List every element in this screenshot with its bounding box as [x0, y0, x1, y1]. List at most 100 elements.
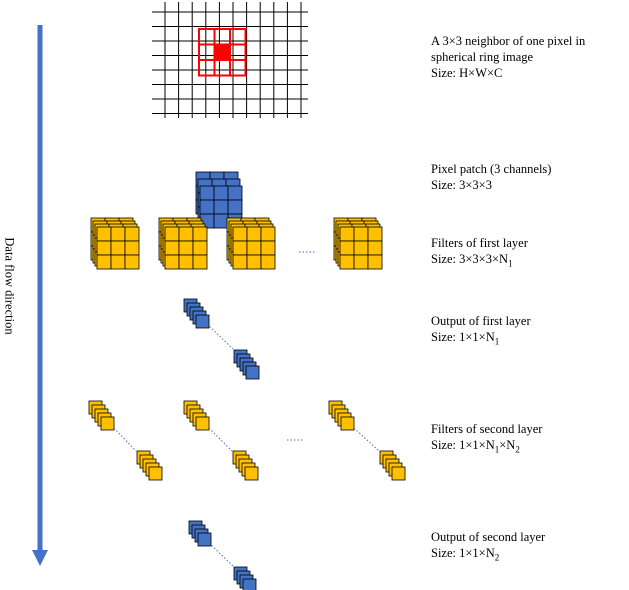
first-layer-output — [183, 298, 260, 380]
second-layer-filters — [88, 400, 406, 481]
cube-cell — [353, 240, 369, 256]
second-layer-output — [188, 520, 257, 590]
neighbor-cell — [198, 28, 216, 46]
neighbor-cell — [213, 28, 231, 46]
flow-arrow-head — [32, 550, 48, 566]
label-first-filters-title: Filters of first layer — [431, 236, 528, 250]
stack-cell — [242, 578, 257, 590]
label-input-neighbor-title: A 3×3 neighbor of one pixel in — [431, 34, 586, 48]
pixel-patch-cube — [195, 171, 243, 229]
pixel-grid — [152, 2, 308, 118]
cube-cell — [213, 213, 229, 229]
cube-cell — [96, 254, 112, 270]
label-second-output-size: Size: 1×1×N2 — [431, 546, 500, 563]
label-pixel-patch-size: Size: 3×3×3 — [431, 178, 492, 192]
cube-cell — [213, 185, 229, 201]
neighbor-cell — [213, 59, 231, 77]
cube-cell — [232, 226, 248, 242]
label-second-filters-size: Size: 1×1×N1×N2 — [431, 438, 520, 455]
first-filter-2 — [158, 217, 208, 270]
cube-cell — [227, 185, 243, 201]
label-second-output-title: Output of second layer — [431, 530, 546, 544]
cube-cell — [96, 240, 112, 256]
stack-cell — [391, 466, 406, 481]
cube-cell — [96, 226, 112, 242]
label-first-filters-size: Size: 3×3×3×N1 — [431, 252, 513, 269]
label-pixel-patch-title: Pixel patch (3 channels) — [431, 162, 552, 176]
neighbor-cell — [229, 43, 247, 61]
cube-cell — [124, 240, 140, 256]
first-filter-4 — [333, 217, 383, 270]
cube-cell — [192, 226, 208, 242]
label-input-neighbor: A 3×3 neighbor of one pixel in spherical… — [431, 33, 627, 81]
data-flow-arrow — [32, 25, 48, 566]
cube-cell — [246, 240, 262, 256]
cube-cell — [199, 185, 215, 201]
stack-cell — [195, 314, 210, 329]
first-output-stack-bottom — [233, 349, 260, 380]
cube-cell — [232, 254, 248, 270]
cube-cell — [213, 199, 229, 215]
second-filter-ellipsis-1 — [113, 427, 137, 452]
cube-cell — [367, 240, 383, 256]
cube-cell — [353, 254, 369, 270]
first-layer-filters — [90, 217, 383, 270]
neighbor-cell — [198, 43, 216, 61]
cube-cell — [124, 254, 140, 270]
label-first-filters: Filters of first layer Size: 3×3×3×N1 — [431, 235, 627, 272]
stack-cell — [244, 466, 259, 481]
label-input-neighbor-size: Size: H×W×C — [431, 66, 503, 80]
cube-cell — [232, 240, 248, 256]
cube-cell — [339, 226, 355, 242]
first-filter-3 — [226, 217, 276, 270]
cube-cell — [110, 226, 126, 242]
second-filter-top-1 — [88, 400, 115, 431]
cube-cell — [260, 240, 276, 256]
stack-cell — [195, 416, 210, 431]
cube-cell — [178, 254, 194, 270]
label-first-output: Output of first layer Size: 1×1×N1 — [431, 313, 627, 350]
cube-cell — [353, 226, 369, 242]
label-second-filters: Filters of second layer Size: 1×1×N1×N2 — [431, 421, 627, 458]
second-filter-bottom-1 — [136, 450, 163, 481]
cube-cell — [367, 226, 383, 242]
cube-cell — [110, 240, 126, 256]
stack-cell — [245, 365, 260, 380]
cube-cell — [339, 254, 355, 270]
stack-cell — [197, 532, 212, 547]
first-filter-1 — [90, 217, 140, 270]
cube-cell — [227, 199, 243, 215]
cube-cell — [178, 226, 194, 242]
neighbor-cell — [229, 59, 247, 77]
label-first-output-title: Output of first layer — [431, 314, 531, 328]
second-filter-top-3 — [328, 400, 355, 431]
cube-cell — [339, 240, 355, 256]
cube-cell — [192, 240, 208, 256]
label-input-neighbor-title2: spherical ring image — [431, 50, 534, 64]
neighbor-cell — [229, 28, 247, 46]
label-second-output: Output of second layer Size: 1×1×N2 — [431, 529, 627, 566]
stack-cell — [340, 416, 355, 431]
first-output-ellipsis — [206, 323, 234, 350]
pixel-patch — [195, 171, 243, 229]
cube-cell — [164, 240, 180, 256]
cube-cell — [164, 254, 180, 270]
cube-cell — [260, 226, 276, 242]
stack-cell — [148, 466, 163, 481]
cube-cell — [192, 254, 208, 270]
second-filter-bottom-2 — [232, 450, 259, 481]
second-filter-bottom-3 — [379, 450, 406, 481]
stack-cell — [100, 416, 115, 431]
cube-cell — [199, 199, 215, 215]
second-filter-ellipsis-3 — [353, 427, 380, 452]
second-output-stack-bottom — [233, 566, 257, 590]
cube-cell — [246, 226, 262, 242]
cube-cell — [178, 240, 194, 256]
second-filter-top-2 — [183, 400, 210, 431]
neighbor-cell — [198, 59, 216, 77]
cube-cell — [164, 226, 180, 242]
label-second-filters-title: Filters of second layer — [431, 422, 543, 436]
label-pixel-patch: Pixel patch (3 channels) Size: 3×3×3 — [431, 161, 627, 193]
label-first-output-size: Size: 1×1×N1 — [431, 330, 500, 347]
cube-cell — [246, 254, 262, 270]
